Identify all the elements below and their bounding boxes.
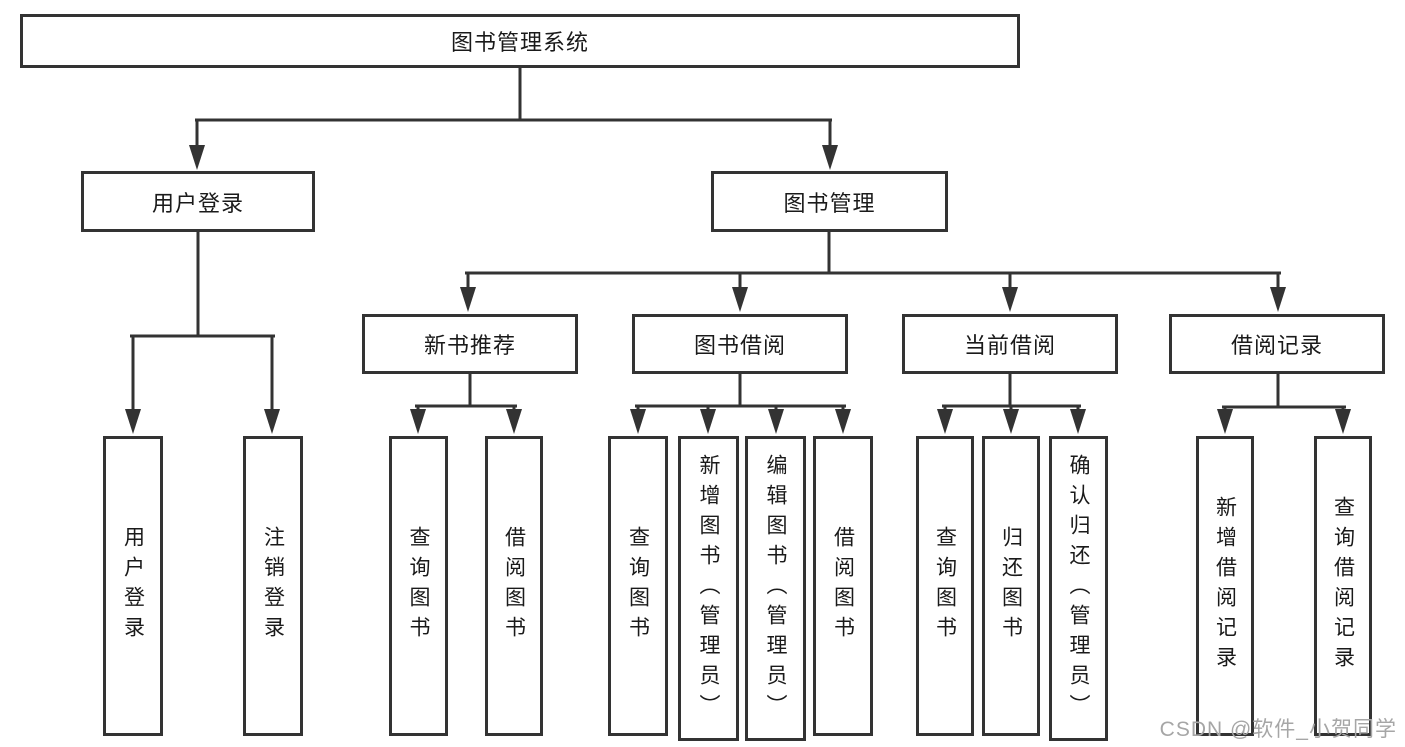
leaf-query-books-recommend: 查询图书 [389, 436, 448, 736]
leaf-query-books-current: 查询图书 [916, 436, 974, 736]
node-current-borrowing: 当前借阅 [902, 314, 1118, 374]
leaf-logout: 注销登录 [243, 436, 303, 736]
leaf-user-login: 用户登录 [103, 436, 163, 736]
node-borrowing-records: 借阅记录 [1169, 314, 1385, 374]
node-book-management: 图书管理 [711, 171, 948, 232]
leaf-return-books: 归还图书 [982, 436, 1040, 736]
node-library-management-system: 图书管理系统 [20, 14, 1020, 68]
leaf-query-books-borrow: 查询图书 [608, 436, 668, 736]
node-book-borrowing: 图书借阅 [632, 314, 848, 374]
leaf-confirm-return-admin: 确认归还（管理员） [1049, 436, 1108, 741]
leaf-borrow-books-recommend: 借阅图书 [485, 436, 543, 736]
leaf-edit-books-admin: 编辑图书（管理员） [745, 436, 806, 741]
leaf-borrow-books: 借阅图书 [813, 436, 873, 736]
node-new-book-recommendation: 新书推荐 [362, 314, 578, 374]
leaf-add-borrow-record: 新增借阅记录 [1196, 436, 1254, 736]
leaf-add-books-admin: 新增图书（管理员） [678, 436, 739, 741]
node-user-login: 用户登录 [81, 171, 315, 232]
csdn-watermark: CSDN @软件_小贺同学 [1159, 718, 1397, 741]
leaf-query-borrow-record: 查询借阅记录 [1314, 436, 1372, 736]
arrowheads [125, 145, 1351, 434]
